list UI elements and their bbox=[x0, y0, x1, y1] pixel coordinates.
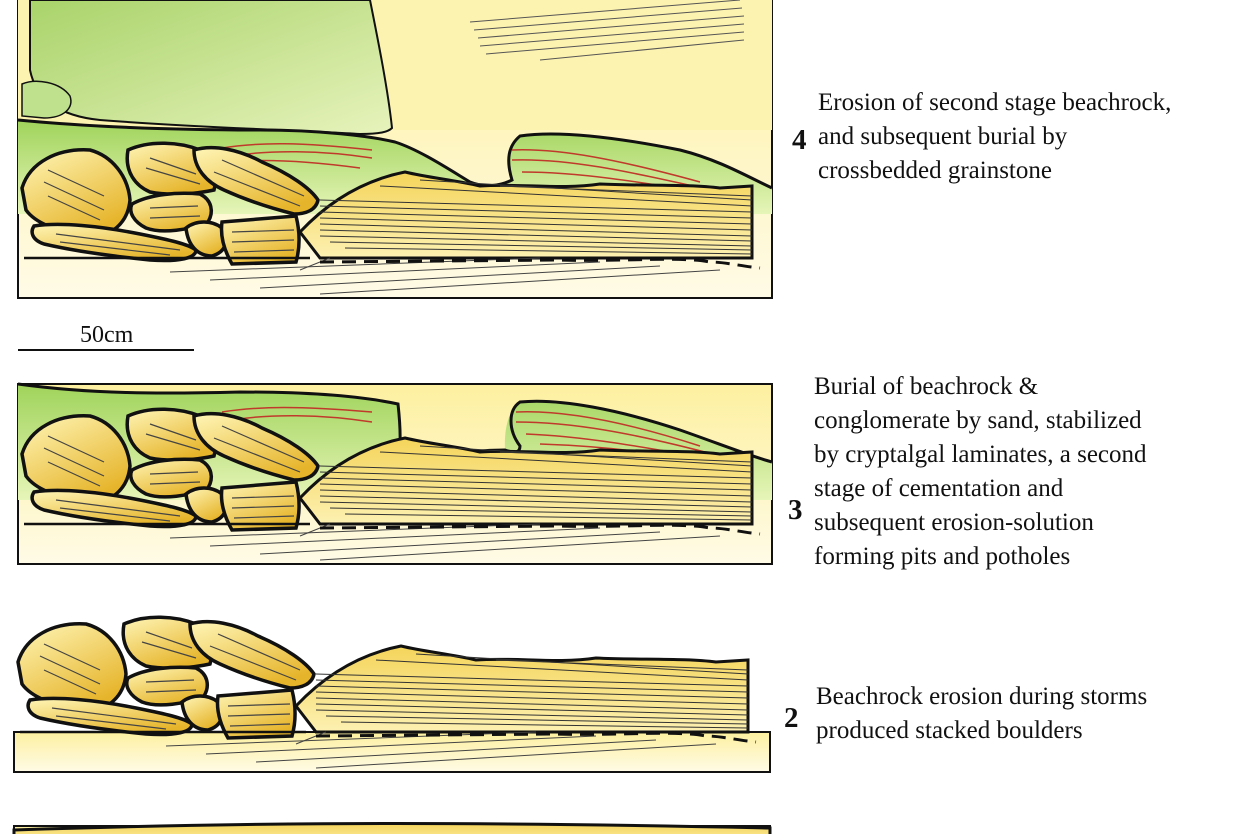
stage-2-panel bbox=[13, 615, 771, 773]
caption-line: and subsequent burial by bbox=[818, 123, 1068, 150]
stage-4-panel bbox=[17, 0, 773, 299]
caption-line: produced stacked boulders bbox=[816, 717, 1083, 744]
stage-caption: Burial of beachrock & conglomerate by sa… bbox=[814, 370, 1147, 574]
caption-line: Beachrock erosion during storms bbox=[816, 683, 1148, 710]
caption-line: Erosion of second stage beachrock, bbox=[818, 89, 1172, 116]
scale-bar-label: 50cm bbox=[80, 322, 134, 348]
caption-line: Burial of beachrock & bbox=[814, 373, 1039, 400]
stage-caption: Beachrock erosion during storms produced… bbox=[816, 680, 1147, 748]
stage-1-panel bbox=[12, 822, 772, 834]
caption-line: stage of cementation and bbox=[814, 475, 1064, 502]
stage-number: 2 bbox=[784, 702, 799, 734]
caption-line: subsequent erosion-solution bbox=[814, 509, 1094, 536]
caption-line: crossbedded grainstone bbox=[818, 157, 1052, 184]
stage-number: 4 bbox=[792, 124, 807, 156]
stage-caption: Erosion of second stage beachrock, and s… bbox=[818, 86, 1171, 188]
stage-number: 3 bbox=[788, 494, 803, 526]
caption-line: conglomerate by sand, stabilized bbox=[814, 407, 1142, 434]
caption-line: by cryptalgal laminates, a second bbox=[814, 441, 1147, 468]
stage-3-panel bbox=[17, 382, 773, 565]
caption-line: forming pits and potholes bbox=[814, 543, 1071, 570]
